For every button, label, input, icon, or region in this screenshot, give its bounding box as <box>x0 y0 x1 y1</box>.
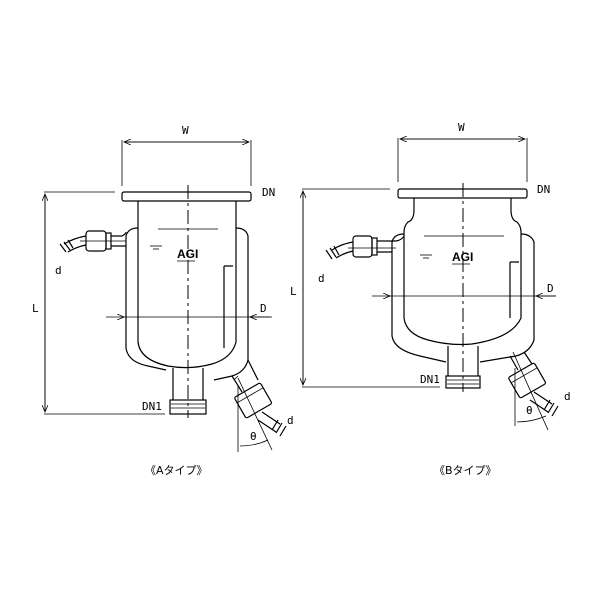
type-a-drawing: W DN L <box>32 124 294 477</box>
type-b-right-hose-label: d <box>564 390 571 403</box>
type-a-flange-label: DN <box>262 186 275 199</box>
type-b-logo: AGI <box>452 250 473 264</box>
type-b-angle-label: θ <box>526 404 533 417</box>
type-b-length-label: L <box>290 285 297 298</box>
type-a-jacket-diameter-label: D <box>260 302 267 315</box>
type-a-width-dimension: W <box>121 124 252 186</box>
type-b-bottom-outlet-label: DN1 <box>420 373 440 386</box>
type-b-drawing: W DN L DN1 <box>290 121 571 477</box>
type-a-left-hose-nozzle: d <box>55 230 127 277</box>
type-a-left-hose-label: d <box>55 264 62 277</box>
type-a-angled-outlet: θ d <box>231 359 294 452</box>
type-a-top-flange: DN <box>121 186 275 202</box>
type-b-vessel: DN1 AGI <box>391 183 535 392</box>
type-b-left-hose-label: d <box>318 272 325 285</box>
type-b-top-flange: DN <box>397 183 550 199</box>
type-b-angled-outlet: θ d <box>508 351 571 431</box>
type-b-left-hose-nozzle: d <box>318 235 405 285</box>
type-b-caption: 《Bタイプ》 <box>434 464 497 477</box>
type-a-vessel: DN1 AGI <box>125 185 249 418</box>
type-b-jacket-diameter-label: D <box>547 282 554 295</box>
type-b-width-dimension: W <box>397 121 528 182</box>
type-b-length-dimension: L <box>290 188 440 388</box>
type-a-logo: AGI <box>177 247 198 261</box>
type-a-width-label: W <box>182 124 189 137</box>
type-a-jacket-diameter-dimension: D <box>106 302 272 317</box>
type-a-length-dimension: L <box>32 191 165 415</box>
type-b-flange-label: DN <box>537 183 550 196</box>
type-a-right-hose-label: d <box>287 414 294 427</box>
type-b-jacket-diameter-dimension: D <box>372 282 556 296</box>
type-a-angle-label: θ <box>250 430 257 443</box>
type-a-caption: 《Aタイプ》 <box>145 464 208 477</box>
type-a-length-label: L <box>32 302 39 315</box>
type-a-bottom-outlet-label: DN1 <box>142 400 162 413</box>
type-b-width-label: W <box>458 121 465 134</box>
